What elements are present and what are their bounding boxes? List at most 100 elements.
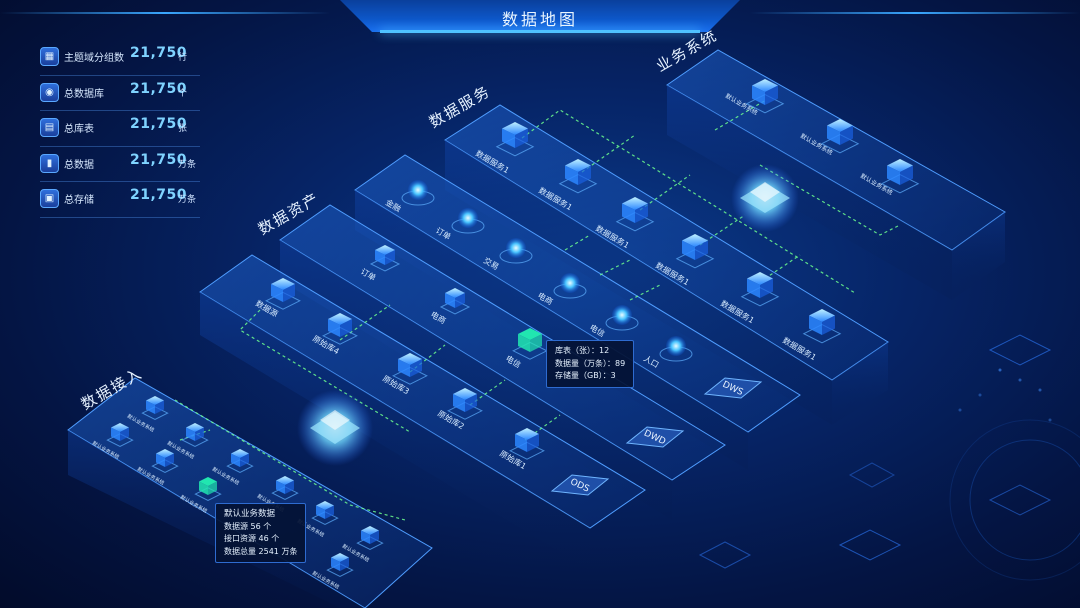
globe-icon bbox=[458, 208, 478, 228]
node-left bbox=[146, 400, 155, 414]
node-left bbox=[515, 434, 527, 452]
stat-unit: 万条 bbox=[178, 159, 197, 170]
node-left bbox=[186, 427, 195, 441]
header-glow bbox=[380, 30, 700, 33]
globe-icon bbox=[408, 180, 428, 200]
node-left bbox=[361, 530, 370, 544]
node-right bbox=[240, 453, 249, 467]
stat-unit: 张 bbox=[178, 124, 188, 134]
node-right bbox=[822, 315, 835, 335]
tooltip-line: 存储量（GB）：3 bbox=[555, 371, 616, 380]
bar-chart-icon: ▮ bbox=[40, 153, 59, 173]
node-right bbox=[385, 250, 395, 265]
stat-unit: 万条 bbox=[178, 195, 197, 205]
node-right bbox=[285, 480, 294, 494]
node-right bbox=[195, 427, 204, 441]
header-deco-left bbox=[0, 12, 330, 14]
node-left bbox=[316, 505, 325, 519]
node-left bbox=[682, 240, 695, 260]
tooltip-line: 接口资源 46 个 bbox=[224, 534, 280, 543]
node-left bbox=[518, 334, 530, 352]
node-left bbox=[565, 165, 578, 185]
node-left bbox=[231, 453, 240, 467]
node-right bbox=[635, 203, 648, 223]
stat-label: 总库表 bbox=[64, 124, 94, 135]
node-right bbox=[165, 453, 174, 467]
stat-label: 主题域分组数 bbox=[64, 53, 124, 64]
tooltip-line: 库表（张）：12 bbox=[555, 346, 610, 355]
node-left bbox=[445, 293, 455, 308]
node-left bbox=[398, 359, 410, 377]
node-right bbox=[325, 505, 334, 519]
badge-plate bbox=[550, 474, 610, 496]
node-left bbox=[752, 85, 765, 105]
node-right bbox=[410, 359, 422, 377]
table-tooltip: 库表（张）：12 数据量（万条）：89 存储量（GB）：3 bbox=[546, 340, 635, 388]
stat-value: 21,750 bbox=[130, 45, 188, 61]
node-left bbox=[276, 480, 285, 494]
header-deco-right bbox=[750, 12, 1080, 14]
node-right bbox=[465, 394, 477, 412]
node-right bbox=[578, 165, 591, 185]
background-dots bbox=[698, 334, 1080, 581]
node-right bbox=[900, 165, 913, 185]
globe-icon bbox=[612, 305, 632, 325]
node-right bbox=[208, 481, 217, 495]
page-title: 数据地图 bbox=[501, 10, 578, 29]
node-right bbox=[530, 334, 542, 352]
dwd-node[interactable]: 订单 bbox=[359, 245, 401, 283]
node-left bbox=[375, 250, 385, 265]
stat-unit: 个 bbox=[178, 88, 188, 99]
node-left bbox=[328, 319, 340, 337]
node-right bbox=[455, 293, 465, 308]
table-icon: ▤ bbox=[40, 118, 59, 137]
ods-node[interactable]: 原始库1 bbox=[498, 428, 545, 471]
node-left bbox=[199, 481, 208, 495]
node-right bbox=[695, 240, 708, 260]
badge-dws[interactable]: DWS bbox=[703, 377, 763, 399]
header: 数据地图 bbox=[340, 0, 740, 36]
platform-data-services bbox=[444, 104, 889, 425]
node-right bbox=[370, 530, 379, 544]
globe-icon bbox=[666, 336, 686, 356]
node-right bbox=[340, 557, 349, 571]
stat-value: 21,750 bbox=[130, 80, 188, 97]
node-left bbox=[809, 315, 822, 335]
badge-dwd[interactable]: DWD bbox=[625, 426, 685, 448]
tooltip-line: 数据总量 2541 万条 bbox=[224, 546, 298, 556]
header-bar bbox=[340, 0, 740, 32]
node-right bbox=[340, 319, 352, 337]
badge-plate bbox=[625, 426, 685, 448]
hub-assets bbox=[297, 390, 373, 466]
node-right bbox=[760, 278, 773, 298]
globe-icon bbox=[506, 238, 526, 258]
node-left bbox=[331, 557, 340, 571]
stat-value: 21,750 bbox=[130, 151, 188, 168]
node-left bbox=[747, 278, 760, 298]
node-right bbox=[283, 284, 295, 302]
node-right bbox=[527, 434, 539, 452]
node-right bbox=[840, 125, 853, 145]
stat-label: 总数据 bbox=[64, 159, 94, 171]
storage-icon: ▣ bbox=[40, 189, 59, 208]
node-left bbox=[271, 284, 283, 302]
dwd-node-highlighted[interactable]: 电信 bbox=[504, 328, 548, 370]
tooltip-line: 数据源 56 个 bbox=[224, 521, 272, 531]
node-left bbox=[156, 453, 165, 467]
node-left bbox=[887, 165, 900, 185]
node-right bbox=[155, 400, 164, 414]
tooltip-title: 默认业务数据 bbox=[224, 509, 276, 519]
badge-ods[interactable]: ODS bbox=[550, 474, 610, 496]
node-right bbox=[515, 128, 528, 148]
stat-value: 21,750 bbox=[130, 187, 188, 203]
stat-unit: 行 bbox=[178, 53, 188, 63]
database-icon: ◉ bbox=[40, 82, 59, 102]
node-left bbox=[622, 203, 635, 223]
node-right bbox=[765, 85, 778, 105]
